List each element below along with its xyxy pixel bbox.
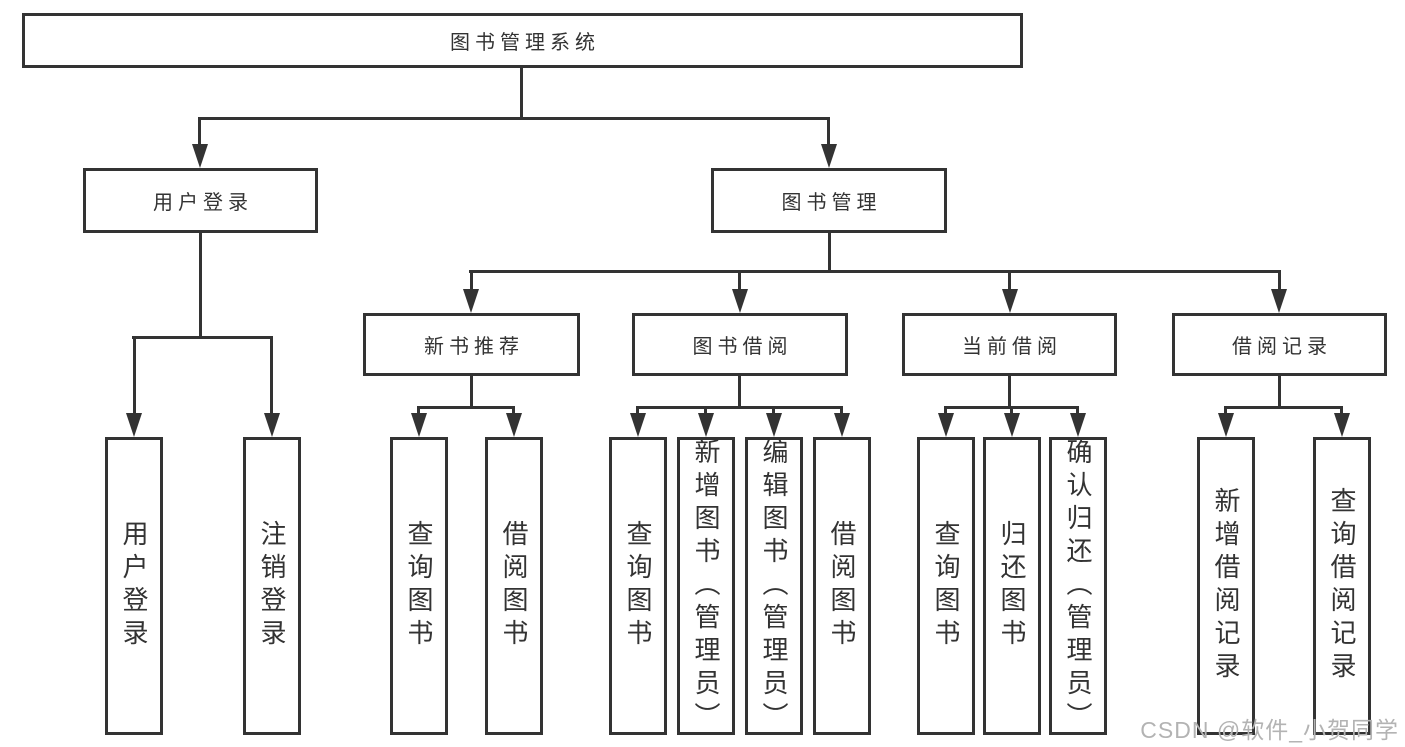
connector-drop-leaf bbox=[133, 336, 136, 416]
connector-section-rail bbox=[417, 406, 515, 409]
connector-root-rail bbox=[198, 117, 830, 120]
connector-drop-section bbox=[470, 270, 473, 295]
arrowhead-down-icon bbox=[463, 289, 479, 313]
node-label: 图书管理系统 bbox=[450, 32, 600, 54]
watermark-text: CSDN @软件_小贺同学 bbox=[1140, 717, 1399, 743]
node-label: 查询图书 bbox=[931, 520, 961, 652]
arrowhead-down-icon bbox=[766, 413, 782, 437]
node-label: 查询借阅记录 bbox=[1327, 487, 1357, 685]
arrowhead-down-icon bbox=[732, 289, 748, 313]
arrowhead-down-icon bbox=[192, 144, 208, 168]
connector-login-stub bbox=[199, 230, 202, 339]
connector-drop-leaf bbox=[772, 406, 775, 416]
connector-drop-section bbox=[738, 270, 741, 295]
leaf-user-login: 用户登录 bbox=[105, 437, 163, 735]
arrowhead-down-icon bbox=[126, 413, 142, 437]
node-label: 当前借阅 bbox=[962, 336, 1062, 358]
leaf-edit-books-admin: 编辑图书（管理员） bbox=[745, 437, 803, 735]
node-label: 新增借阅记录 bbox=[1211, 487, 1241, 685]
connector-drop-leaf bbox=[1224, 406, 1227, 416]
arrowhead-down-icon bbox=[506, 413, 522, 437]
node-book-management: 图书管理 bbox=[711, 168, 947, 233]
leaf-logout: 注销登录 bbox=[243, 437, 301, 735]
connector-drop-leaf bbox=[1340, 406, 1343, 416]
node-borrow-records: 借阅记录 bbox=[1172, 313, 1387, 376]
leaf-borrow-books: 借阅图书 bbox=[813, 437, 871, 735]
connector-drop-leaf bbox=[704, 406, 707, 416]
node-label: 归还图书 bbox=[997, 520, 1027, 652]
connector-section-rail bbox=[636, 406, 843, 409]
node-label: 借阅图书 bbox=[499, 520, 529, 652]
connector-drop-user-login bbox=[198, 117, 201, 150]
node-user-login: 用户登录 bbox=[83, 168, 318, 233]
connector-drop-leaf bbox=[944, 406, 947, 416]
node-label: 图书借阅 bbox=[692, 336, 793, 358]
arrowhead-down-icon bbox=[1271, 289, 1287, 313]
node-current-borrow: 当前借阅 bbox=[902, 313, 1117, 376]
node-label: 查询图书 bbox=[623, 520, 653, 652]
connector-drop-section bbox=[1278, 270, 1281, 295]
leaf-query-books-borrow: 查询图书 bbox=[609, 437, 667, 735]
connector-section-stub bbox=[1278, 373, 1281, 408]
node-label: 用户登录 bbox=[119, 520, 149, 652]
arrowhead-down-icon bbox=[630, 413, 646, 437]
arrowhead-down-icon bbox=[938, 413, 954, 437]
connector-drop-leaf bbox=[417, 406, 420, 416]
leaf-query-books-recommend: 查询图书 bbox=[390, 437, 448, 735]
node-label: 借阅图书 bbox=[827, 520, 857, 652]
node-label: 查询图书 bbox=[404, 520, 434, 652]
arrowhead-down-icon bbox=[1218, 413, 1234, 437]
leaf-return-books: 归还图书 bbox=[983, 437, 1041, 735]
leaf-add-books-admin: 新增图书（管理员） bbox=[677, 437, 735, 735]
connector-drop-leaf bbox=[840, 406, 843, 416]
node-label: 新书推荐 bbox=[424, 336, 524, 358]
leaf-borrow-books-recommend: 借阅图书 bbox=[485, 437, 543, 735]
node-book-borrow: 图书借阅 bbox=[632, 313, 848, 376]
arrowhead-down-icon bbox=[1004, 413, 1020, 437]
node-root-library-system: 图书管理系统 bbox=[22, 13, 1023, 68]
connector-section-stub bbox=[738, 374, 741, 408]
arrowhead-down-icon bbox=[821, 144, 837, 168]
connector-manage-stub bbox=[828, 231, 831, 273]
arrowhead-down-icon bbox=[1002, 289, 1018, 313]
node-label: 新增图书（管理员） bbox=[691, 437, 721, 735]
connector-root-stub bbox=[520, 66, 523, 119]
node-label: 确认归还（管理员） bbox=[1063, 437, 1093, 735]
node-label: 注销登录 bbox=[257, 520, 287, 652]
leaf-confirm-return-admin: 确认归还（管理员） bbox=[1049, 437, 1107, 735]
connector-section-stub bbox=[1008, 374, 1011, 408]
arrowhead-down-icon bbox=[264, 413, 280, 437]
arrowhead-down-icon bbox=[698, 413, 714, 437]
connector-drop-leaf bbox=[1010, 406, 1013, 416]
arrowhead-down-icon bbox=[1070, 413, 1086, 437]
connector-login-rail bbox=[132, 336, 273, 339]
connector-drop-section bbox=[1008, 270, 1011, 295]
connector-drop-leaf bbox=[1076, 406, 1079, 416]
leaf-query-books-current: 查询图书 bbox=[917, 437, 975, 735]
leaf-add-borrow-record: 新增借阅记录 bbox=[1197, 437, 1255, 735]
connector-drop-leaf bbox=[512, 406, 515, 416]
arrowhead-down-icon bbox=[411, 413, 427, 437]
connector-drop-book-management bbox=[827, 117, 830, 150]
connector-section-rail bbox=[1224, 406, 1343, 409]
node-label: 借阅记录 bbox=[1232, 336, 1332, 358]
connector-manage-rail bbox=[469, 270, 1281, 273]
node-label: 图书管理 bbox=[781, 192, 882, 214]
arrowhead-down-icon bbox=[1334, 413, 1350, 437]
node-label: 编辑图书（管理员） bbox=[759, 437, 789, 735]
node-label: 用户登录 bbox=[153, 192, 253, 214]
leaf-query-borrow-record: 查询借阅记录 bbox=[1313, 437, 1371, 735]
arrowhead-down-icon bbox=[834, 413, 850, 437]
node-new-book-recommend: 新书推荐 bbox=[363, 313, 580, 376]
connector-drop-leaf bbox=[270, 336, 273, 416]
connector-section-stub bbox=[470, 374, 473, 408]
connector-drop-leaf bbox=[636, 406, 639, 416]
